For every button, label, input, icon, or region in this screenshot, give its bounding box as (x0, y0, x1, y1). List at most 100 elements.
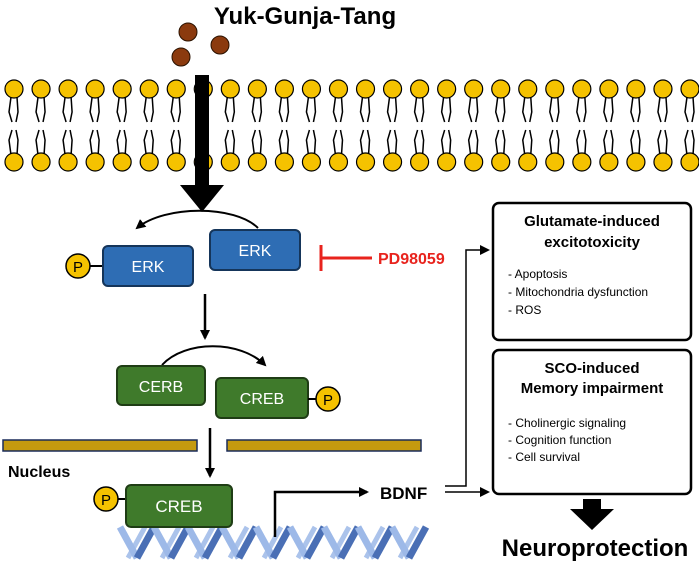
lipid-head (139, 152, 159, 172)
lipid-head (112, 152, 132, 172)
lipid-head (437, 79, 457, 99)
lipid-head (355, 79, 376, 99)
dna-strand-segment (218, 525, 243, 560)
lipid-head (410, 79, 430, 99)
nucleus-label: Nucleus (8, 464, 70, 481)
transcription-arrow (273, 487, 369, 537)
lipid-head (166, 79, 186, 99)
phospho-erk: P ERK (65, 245, 194, 287)
lipid-head (491, 152, 511, 172)
lipid-head (112, 79, 132, 99)
lipid-head (301, 152, 322, 172)
dna-strand-segment (125, 525, 148, 560)
lipid-head (220, 152, 240, 172)
lipid-head (680, 79, 699, 99)
lipid-head (31, 152, 51, 172)
outcome-arrow (570, 499, 614, 530)
lipid-head (626, 79, 646, 99)
glutamate-box: Glutamate-induced excitotoxicity - Apopt… (491, 201, 693, 342)
lipid-head (680, 152, 699, 172)
lipid-head (85, 79, 105, 99)
compound-particle (178, 22, 198, 42)
lipid-head (274, 152, 294, 172)
dna-strand-segment (159, 525, 182, 560)
creb-nuclear-box (125, 484, 233, 528)
erk-box (209, 229, 301, 271)
svg-text:CREB: CREB (240, 391, 284, 408)
svg-text:P: P (73, 259, 83, 276)
compound-particle (171, 47, 191, 67)
erk-phosphorylation-arrow (135, 209, 259, 230)
bdnf-label: BDNF (380, 484, 427, 503)
phospho-creb: CREB P (215, 377, 341, 419)
dna-strand-segment (388, 525, 413, 560)
lipid-head (220, 79, 240, 99)
svg-text:CREB: CREB (155, 497, 202, 516)
entry-arrow (180, 75, 224, 212)
cell-membrane (4, 79, 699, 172)
lipid-head (545, 79, 565, 99)
inhibitor: PD98059 (319, 245, 445, 271)
lipid-head (653, 79, 673, 99)
dna-strand-segment (261, 525, 284, 560)
erk: ERK (209, 229, 301, 271)
compound-particles (171, 22, 230, 67)
cerb-box (116, 365, 206, 406)
lipid-head (572, 79, 592, 99)
dna-strand-segment (269, 525, 294, 560)
lipid-head (518, 152, 538, 172)
phosphate-icon (315, 386, 341, 412)
lipid-head (545, 152, 565, 172)
dna-strand-segment (184, 525, 209, 560)
lipid-head (58, 152, 78, 172)
lipid-head (139, 79, 159, 99)
lipid-head (355, 152, 376, 172)
outcome-label: Neuroprotection (502, 535, 689, 562)
compound-particle (210, 35, 230, 55)
bdnf-to-glutamate-arrow (445, 245, 490, 487)
erk-active-box (102, 245, 194, 287)
dna-strand-segment (320, 525, 345, 560)
dna-strand-segment (295, 525, 318, 560)
dna-strand-segment (167, 525, 192, 560)
dna-strand-segment (286, 525, 311, 560)
dna-strand-segment (201, 525, 226, 560)
lipid-head (410, 152, 430, 172)
lipid-head (166, 152, 186, 172)
dna-strand-segment (235, 525, 260, 560)
sco-box: SCO-induced Memory impairment - Choliner… (491, 348, 693, 496)
svg-text:Glutamate-induced: Glutamate-induced (524, 213, 660, 230)
lipid-head (518, 79, 538, 99)
dna-strand-segment (303, 525, 328, 560)
dna-strand-segment (116, 525, 141, 560)
svg-text:excitotoxicity: excitotoxicity (544, 234, 641, 251)
svg-text:ERK: ERK (132, 259, 165, 276)
svg-text:SCO-induced: SCO-induced (544, 360, 639, 377)
lipid-head (464, 79, 484, 99)
cerb: CERB (116, 365, 206, 406)
nuclear-creb: P CREB (93, 484, 233, 528)
lipid-head (491, 79, 511, 99)
lipid-head (572, 152, 592, 172)
lipid-head (328, 79, 349, 99)
lipid-head (4, 79, 24, 99)
lipid-head (653, 152, 673, 172)
dna-strand-segment (329, 525, 352, 560)
inhibitor-label: PD98059 (378, 251, 445, 268)
dna-strand-segment (371, 525, 396, 560)
lipid-head (599, 79, 619, 99)
svg-text:P: P (101, 492, 111, 509)
sco-item: - Cholinergic signaling (508, 416, 626, 430)
creb-phosphorylation-arrow (161, 345, 267, 367)
lipid-head (247, 79, 267, 99)
nuclear-membrane (2, 439, 422, 452)
svg-text:ERK: ERK (239, 243, 272, 260)
lipid-head (58, 79, 78, 99)
dna-strand-segment (405, 525, 430, 560)
dna-strand-segment (363, 525, 386, 560)
dna-helix (116, 525, 430, 560)
lipid-head (328, 152, 349, 172)
dna-strand-segment (354, 525, 379, 560)
dna-strand-segment (397, 525, 420, 560)
